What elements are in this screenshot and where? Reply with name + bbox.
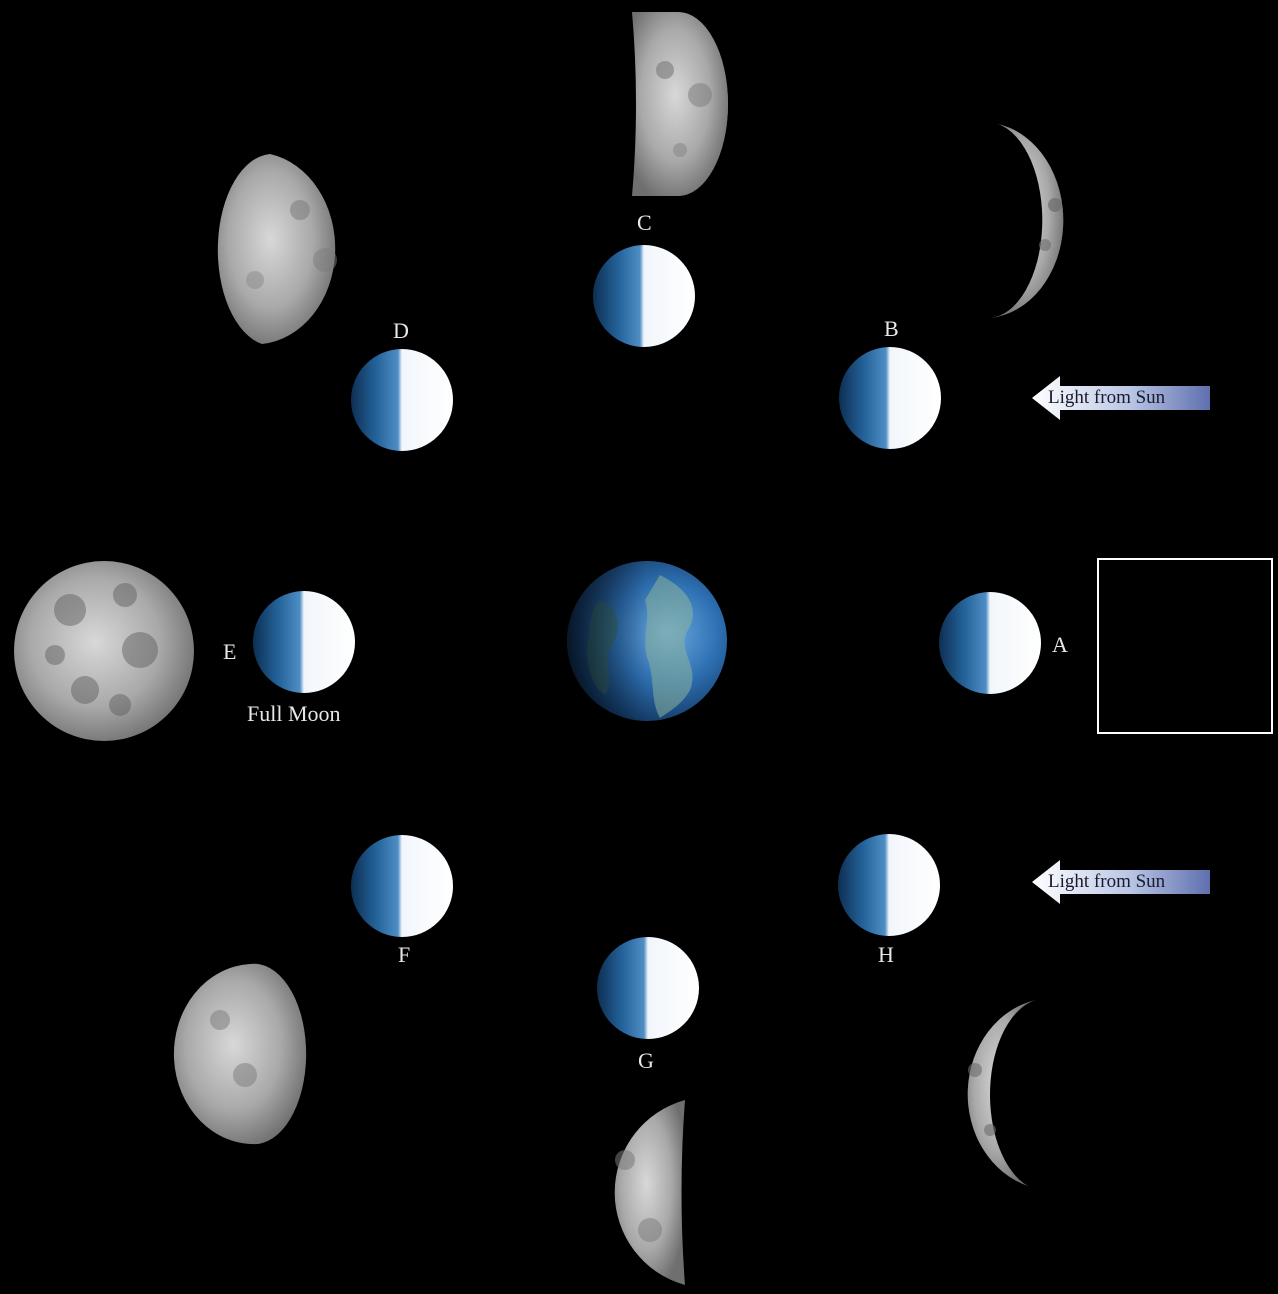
- orbit-moon-e: [253, 591, 355, 693]
- label-h: H: [878, 944, 894, 966]
- label-a: A: [1052, 634, 1068, 656]
- earth: [567, 561, 727, 721]
- phase-view-e-full-moon: [14, 561, 194, 741]
- phase-view-h: [968, 1000, 1036, 1186]
- orbit-moon-b: [839, 347, 941, 449]
- sunlight-label-bottom: Light from Sun: [1048, 871, 1165, 893]
- phase-view-f: [174, 964, 306, 1144]
- orbit-moon-d: [351, 349, 453, 451]
- orbit-moon-h: [838, 834, 940, 936]
- label-f: F: [398, 944, 410, 966]
- orbit-moon-f: [351, 835, 453, 937]
- phase-view-b: [990, 124, 1063, 318]
- sunlight-label-top: Light from Sun: [1048, 387, 1165, 409]
- phase-view-d: [218, 154, 337, 344]
- label-d: D: [393, 320, 409, 342]
- label-b: B: [884, 318, 899, 340]
- phase-view-g: [615, 1100, 685, 1285]
- orbit-moon-c: [593, 245, 695, 347]
- label-full-moon: Full Moon: [247, 703, 341, 725]
- orbit-moon-g: [597, 937, 699, 1039]
- label-e: E: [223, 641, 236, 663]
- label-c: C: [637, 212, 652, 234]
- orbit-moon-a: [939, 592, 1041, 694]
- phase-view-c: [632, 12, 728, 196]
- sunlight-label-top-wrap: Light from Sun: [1030, 378, 1215, 418]
- answer-box[interactable]: [1097, 558, 1273, 734]
- sunlight-label-bottom-wrap: Light from Sun: [1030, 862, 1215, 902]
- label-g: G: [638, 1050, 654, 1072]
